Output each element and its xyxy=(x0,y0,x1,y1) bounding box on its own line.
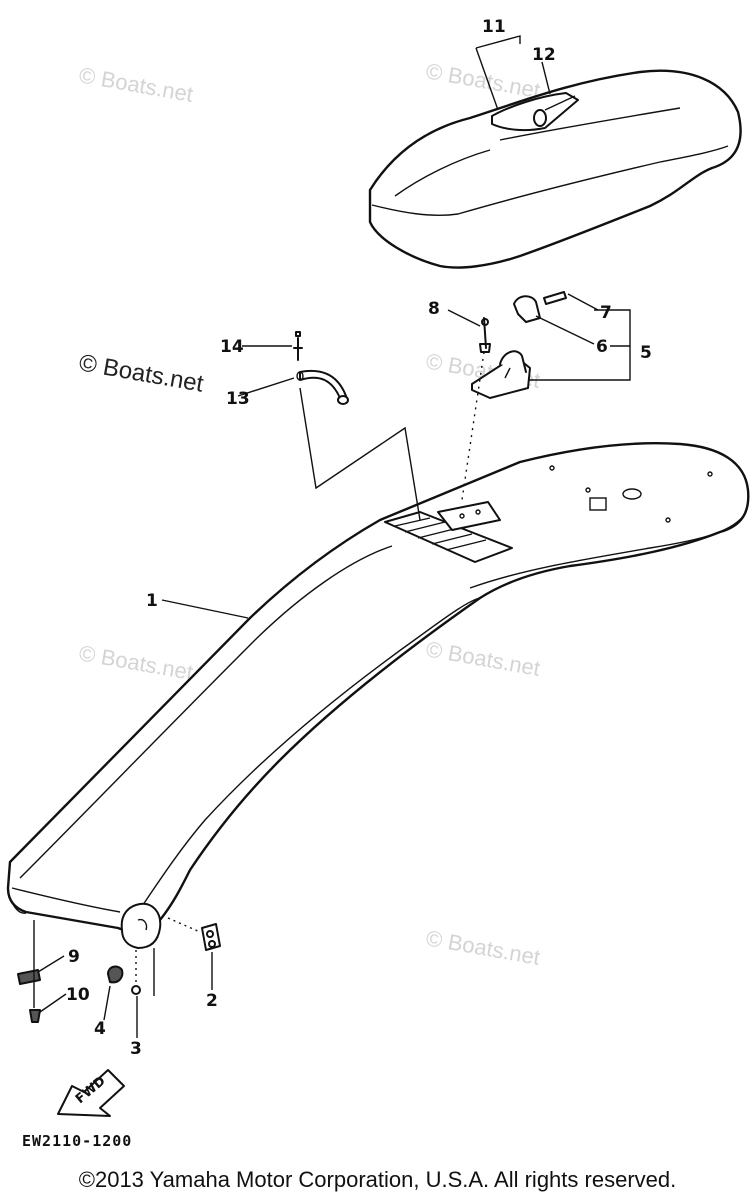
watermark: © Boats.net xyxy=(77,640,195,685)
label-part-13: 13 xyxy=(226,389,250,409)
hinge-assembly xyxy=(461,291,567,501)
forward-arrow-icon: FWD xyxy=(57,1069,125,1117)
label-part-14: 14 xyxy=(220,337,244,357)
watermark: © Boats.net xyxy=(424,636,542,681)
label-part-2: 2 xyxy=(206,991,218,1011)
watermark: © Boats.net xyxy=(77,62,195,107)
label-part-1: 1 xyxy=(146,591,158,611)
seat-assembly xyxy=(368,69,742,269)
label-part-12: 12 xyxy=(532,45,556,65)
hook-and-pin xyxy=(293,331,421,521)
label-part-8: 8 xyxy=(428,299,440,319)
copyright-notice: ©2013 Yamaha Motor Corporation, U.S.A. A… xyxy=(78,1167,677,1192)
rear-fasteners xyxy=(17,917,221,1023)
label-part-9: 9 xyxy=(68,947,80,967)
watermark: © Boats.net xyxy=(77,349,206,397)
label-part-6: 6 xyxy=(596,337,608,357)
leader-lines xyxy=(37,35,631,1038)
label-part-3: 3 xyxy=(130,1039,142,1059)
label-part-4: 4 xyxy=(94,1019,106,1039)
watermark: © Boats.net xyxy=(424,925,542,970)
label-part-5: 5 xyxy=(640,343,652,363)
label-part-10: 10 xyxy=(66,985,90,1005)
diagram-code: EW2110-1200 xyxy=(22,1132,132,1150)
hull-cover xyxy=(6,442,750,949)
watermark: © Boats.net xyxy=(424,58,542,103)
label-part-7: 7 xyxy=(600,303,612,323)
label-part-11: 11 xyxy=(482,17,506,37)
